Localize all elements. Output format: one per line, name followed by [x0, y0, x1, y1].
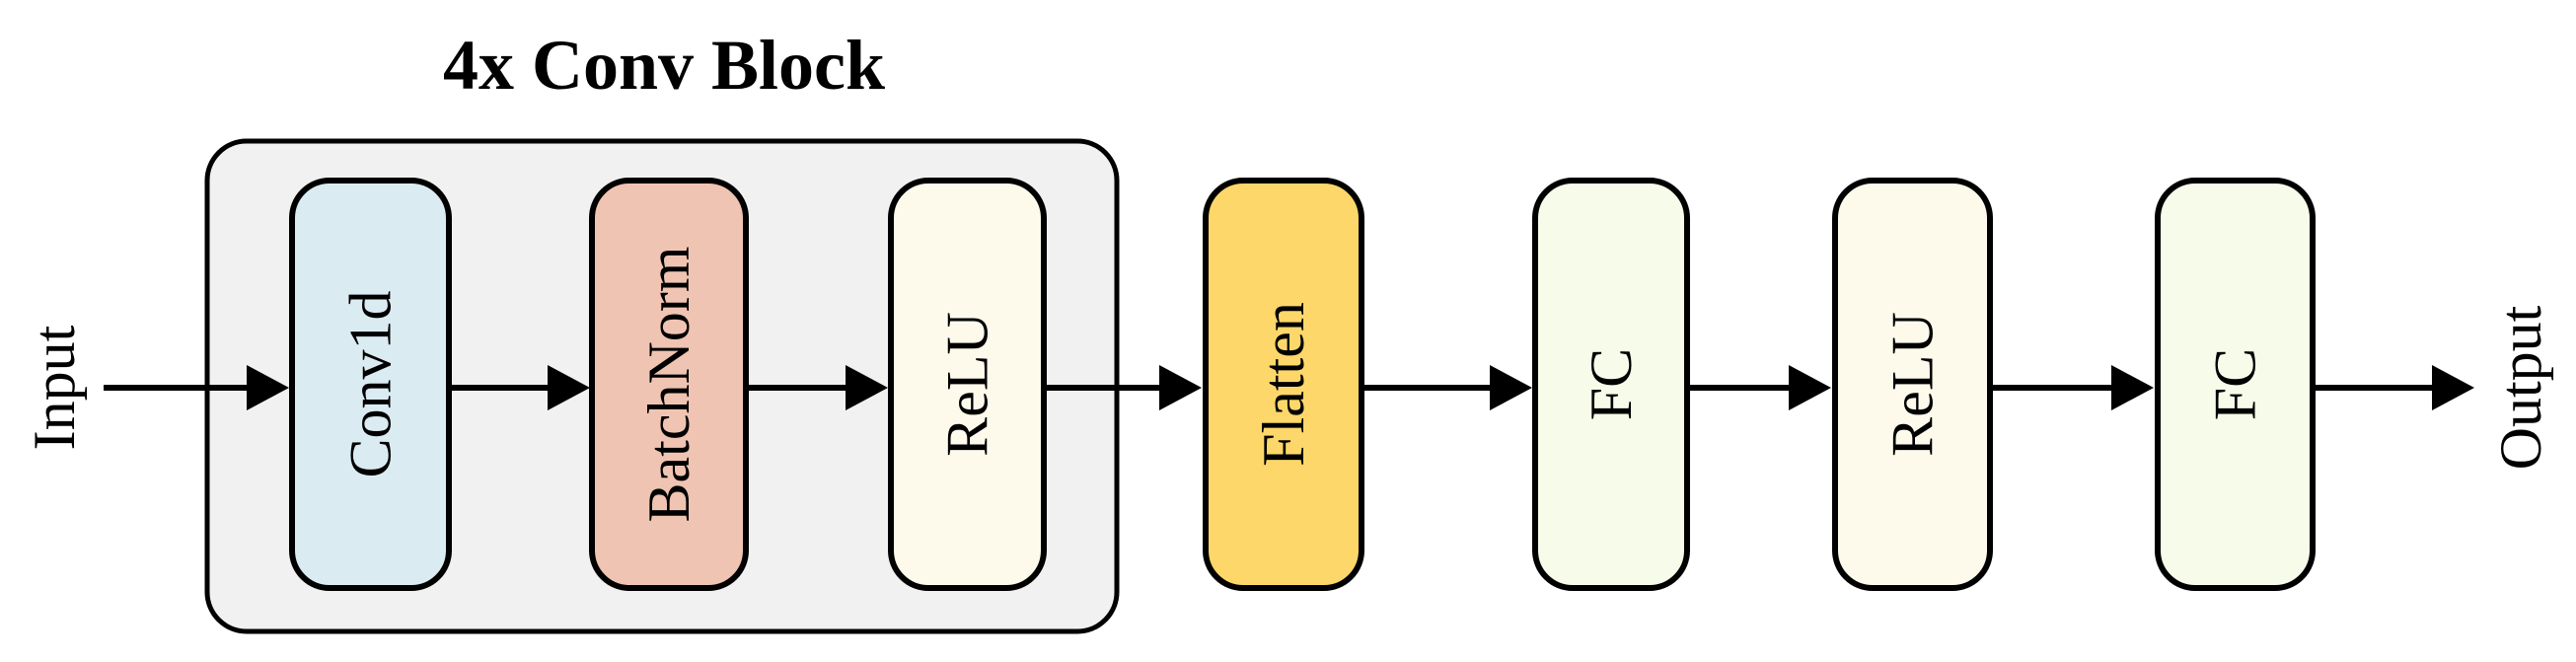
block-fc-1: FC — [1532, 178, 1690, 591]
flatten-box — [1203, 178, 1364, 591]
block-conv1d: Conv1d — [289, 178, 452, 591]
relu-1-label: ReLU — [935, 312, 1000, 457]
block-batchnorm: BatchNorm — [589, 178, 749, 591]
relu-2-label: ReLU — [1880, 312, 1946, 457]
arrowhead-relu — [846, 365, 888, 410]
block-relu-2: ReLU — [1832, 178, 1993, 591]
flatten-label: Flatten — [1251, 302, 1316, 467]
fc-1-label: FC — [1579, 348, 1644, 420]
arrowhead-fc-2 — [2111, 365, 2154, 410]
connectors — [104, 365, 2474, 410]
block-fc-2: FC — [2155, 178, 2316, 591]
arrowhead-relu-2 — [1789, 365, 1831, 410]
batchnorm-label: BatchNorm — [636, 247, 701, 523]
group-title: 4x Conv Block — [443, 26, 885, 105]
fc-2-box — [2155, 178, 2316, 591]
input-label: Input — [22, 325, 87, 450]
relu-2-box — [1832, 178, 1993, 591]
block-relu-1: ReLU — [888, 178, 1047, 591]
arrowhead-fc-1 — [1490, 365, 1532, 410]
arrowhead-flatten — [1159, 365, 1202, 410]
block-flatten: Flatten — [1203, 178, 1364, 591]
arrowhead-input — [247, 365, 289, 410]
fc-1-box — [1532, 178, 1690, 591]
conv1d-label: Conv1d — [338, 290, 404, 478]
arrowhead-output — [2432, 365, 2474, 410]
fc-2-label: FC — [2203, 348, 2268, 420]
batchnorm-box — [589, 178, 749, 591]
output-label: Output — [2488, 305, 2553, 470]
conv1d-box — [289, 178, 452, 591]
arrowhead-batchnorm — [548, 365, 590, 410]
relu-1-box — [888, 178, 1047, 591]
